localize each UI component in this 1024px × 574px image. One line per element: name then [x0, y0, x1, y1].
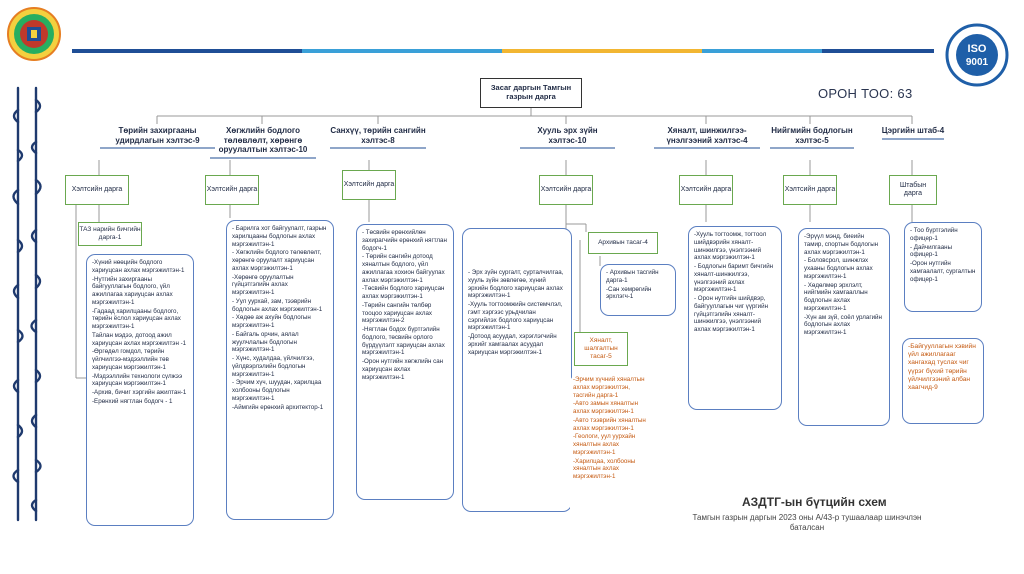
dept-staff-list: -Хууль тогтоомж, тогтоол шийдвэрийн хяна…: [688, 226, 782, 410]
staff-item: -Авто замын хяналтын ахлах мэргэжилтэн-1: [573, 400, 638, 415]
staff-item: - Байгаль орчин, аялал жуулчлалын бодлог…: [232, 330, 299, 354]
dept-staff-list: - Төсвийн ерөнхийлөн захирагчийн ерөнхий…: [356, 224, 454, 500]
iso-9001-badge: ISO 9001: [944, 22, 1010, 88]
dept-head-box: Хэлтсийн дарга: [783, 175, 837, 205]
mongolian-script-graphic: [4, 80, 50, 530]
staff-item: -Төрийн сангийн төлбөр тооцоо хариуцсан …: [362, 301, 433, 325]
dept-head-box: Хэлтсийн дарга: [679, 175, 733, 205]
dept-title-finance: Санхүү, төрийн сангийн хэлтэс-8: [330, 126, 426, 150]
staff-item: -Эрчим хүчний хяналтын ахлах мэргэжилтэн…: [573, 376, 645, 399]
staff-item: -Харилцаа, холбооны хяналтын ахлах мэргэ…: [573, 457, 636, 481]
staff-item: -Ерөнхий нягтлан бодогч - 1: [92, 397, 173, 405]
dept-title-public-admin: Төрийн захиргааны удирдлагын хэлтэс-9: [100, 126, 215, 150]
header-stripe-1: [72, 49, 302, 53]
dept-title-development: Хөгжлийн бодлого төлөвлөлт, хөрөнгө оруу…: [210, 126, 316, 159]
staff-item: - Архивын тасгийн дарга-1: [606, 269, 659, 284]
archive-staff-list: - Архивын тасгийн дарга-1 -Сан хөмрөгийн…: [600, 264, 676, 316]
dept-staff-list: - Барилга хот байгуулалт, газрын харилца…: [226, 220, 334, 520]
staff-item: -Дотоод асуудал, хэрэглэгчийн эрхийг хам…: [468, 333, 557, 356]
staff-item: - Эрх зүйн сургалт, сурталчилгаа, хууль …: [468, 269, 564, 300]
staff-item: -Геологи, уул уурхайн хяналтын ахлах мэр…: [573, 433, 636, 456]
inspection-unit-box: Хяналт, шалгалтын тасаг-5: [574, 332, 628, 366]
dept-staff-list: -Эрүүл мэнд, биеийн тамир, спортын бодло…: [798, 228, 890, 426]
staff-item: - Хөдөлмөр эрхлэлт, нийгмийн хамгааллын …: [804, 281, 868, 312]
inspection-staff-list: -Эрчим хүчний хяналтын ахлах мэргэжилтэн…: [570, 374, 656, 560]
header-stripe-4: [702, 49, 822, 53]
emblem-logo: [6, 6, 62, 62]
dept-title-social: Нийгмийн бодлогын хэлтэс-5: [770, 126, 854, 150]
dept-head-box: Хэлтсийн дарга: [342, 170, 396, 200]
staff-item: - Орон нутгийн шийдвэр, байгууллагын чиг…: [694, 295, 768, 333]
staff-item: -Гадаад харилцааны бодлого, төрийн ёслол…: [92, 307, 181, 331]
svg-text:ISO: ISO: [968, 43, 987, 55]
staff-item: - Барилга хот байгуулалт, газрын харилца…: [232, 225, 327, 248]
staff-item: -Орон нутгийн хөгжлийн сан хариуцсан ахл…: [362, 358, 444, 381]
dept-staff-list: -Хүний нөөцийн бодлого хариуцсан ахлах м…: [86, 254, 194, 526]
dept-head-box: Хэлтсийн дарга: [65, 175, 129, 205]
staff-item: - Дайчилгааны офицер-1: [910, 243, 953, 259]
staff-item: -Хөрөнгө оруулалтын гүйцэтгэлийн ахлах м…: [232, 273, 294, 297]
staff-item: -Хууль тогтоомжийн системчлэл, гэмт хэрг…: [468, 301, 563, 332]
staff-item: -Хууль тогтоомж, тогтоол шийдвэрийн хяна…: [694, 231, 767, 262]
staff-item: -Орон нутгийн хамгаалалт, сургалтын офиц…: [910, 260, 976, 283]
staff-item: -Архив, бичиг хэргийн ажилтан-1: [92, 389, 187, 396]
staff-item: - Хүнс, худалдаа, үйлчилгээ, үйлдвэрлэли…: [232, 355, 315, 378]
chief-of-staff-box: Засаг даргын Тамгын газрын дарга: [480, 78, 582, 108]
staff-item: -Өргөдөл гомдол, төрийн үйлчилгээ-мэдээл…: [92, 348, 169, 371]
staff-item: - Төрийн сангийн дотоод хяналтын бодлого…: [362, 253, 445, 284]
dept-head-box: Хэлтсийн дарга: [539, 175, 593, 205]
diagram-title: АЗДТГ-ын бүтцийн схем: [742, 495, 887, 509]
staff-item: Тайлан мэдээ, дотоод ажил хариуцсан ахла…: [92, 331, 187, 347]
dept-title-military: Цэргийн штаб-4: [870, 126, 956, 140]
staff-item: -Хүний нөөцийн бодлого хариуцсан ахлах м…: [92, 259, 185, 274]
staff-item: - Төсвийн ерөнхийлөн захирагчийн ерөнхий…: [362, 229, 447, 252]
staff-item: -Аймгийн ерөнхий архитектор-1: [232, 403, 324, 411]
staff-item: -Авто тээврийн хяналтын ахлах мэргэжилтэ…: [573, 416, 646, 432]
dept-head-box: Хэлтсийн дарга: [205, 175, 259, 205]
staff-item: - Хөдөө аж ахуйн бодлогын мэргэжилтэн-1: [232, 314, 311, 329]
support-staff-note: -Байгууллагын хэвийн үйл ажиллагааг ханг…: [902, 338, 984, 424]
staff-item: -Хүн ам зүй, соёл урлагийн бодлогын ахла…: [804, 313, 882, 337]
dept-title-monitoring: Хяналт, шинжилгээ-үнэлгээний хэлтэс-4: [654, 126, 760, 150]
dept-title-legal: Хууль эрх зүйн хэлтэс-10: [520, 126, 615, 150]
staff-item: -Нягтлан бодох бүртгэлийн бодлого, төсви…: [362, 326, 445, 357]
secretary-box: ТАЗ нарийн бичгийн дарга-1: [78, 222, 142, 246]
staff-item: - Уул уурхай, зам, тээврийн бодлогын ахл…: [232, 297, 323, 313]
diagram-subtitle: Тамгын газрын даргын 2023 оны А/43-р туш…: [692, 513, 922, 532]
header-stripe-3: [502, 49, 702, 53]
staff-item: - Бодлогын баримт бичгийн хяналт-шинжилг…: [694, 263, 774, 294]
dept-staff-list: - Эрх зүйн сургалт, сурталчилгаа, хууль …: [462, 228, 572, 512]
dept-head-box: Штабын дарга: [889, 175, 937, 205]
dept-staff-list: - Тоо бүртгэлийн офицер-1 - Дайчилгааны …: [904, 222, 982, 312]
staff-item: -Төсвийн бодлого хариуцсан ахлах мэргэжи…: [362, 285, 445, 300]
header-stripe-5: [822, 49, 934, 53]
staff-item: - Боловсрол, шинжлэх ухааны бодлогын ахл…: [804, 257, 873, 280]
archive-unit-box: Архивын тасаг-4: [588, 232, 658, 254]
staff-item: -Мэдээллийн технологи сүлжээ хариуцсан м…: [92, 372, 183, 388]
staff-item: -Сан хөмрөгийн эрхлэгч-1: [606, 285, 652, 301]
header-stripe-2: [302, 49, 502, 53]
staff-item: - Тоо бүртгэлийн офицер-1: [910, 227, 958, 242]
staff-item: - Хөгжлийн бодлого төлөвлөлт, хөрөнгө ор…: [232, 249, 322, 272]
staff-item: - Эрчим хүч, шуудан, харилцаа холбооны б…: [232, 379, 322, 402]
staff-item: -Нутгийн захиргааны байгууллагын бодлого…: [92, 275, 173, 306]
staff-item: -Эрүүл мэнд, биеийн тамир, спортын бодло…: [804, 233, 879, 256]
staff-count: ОРОН ТОО: 63: [818, 86, 913, 101]
svg-text:9001: 9001: [966, 57, 989, 68]
